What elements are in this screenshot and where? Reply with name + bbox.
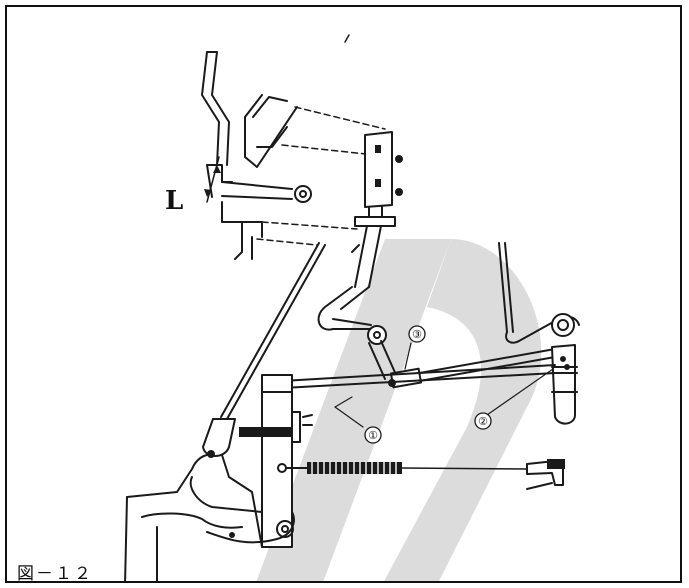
crank-arm — [317, 286, 398, 380]
watermark — [256, 239, 542, 581]
stray-mark — [344, 34, 350, 43]
callout-markers — [364, 325, 492, 444]
right-pivot-arm — [505, 315, 580, 344]
crank-lower-link — [368, 340, 398, 380]
diagonal-rod-end — [202, 418, 236, 457]
callout-label-3: ③ — [412, 328, 422, 341]
callout-circle-1 — [364, 426, 382, 444]
spring-assembly — [277, 459, 565, 490]
right-lever-assembly — [498, 242, 580, 425]
upper-bracket — [364, 131, 393, 208]
diagonal-rod — [202, 242, 326, 458]
detail-view — [201, 51, 386, 260]
vertical-rod-left — [354, 225, 368, 288]
right-vertical-lever — [498, 242, 508, 333]
housing-pivot — [276, 520, 294, 538]
crank-pivot — [367, 325, 387, 345]
vertical-rod-right — [368, 225, 382, 288]
detail-bent-lever — [201, 51, 220, 166]
detail-slot — [206, 164, 233, 183]
column-bracket — [239, 427, 299, 437]
figure-frame: L ① ② ③ 図－１２ — [5, 5, 682, 583]
base-frame — [124, 374, 313, 581]
lower-housing — [126, 453, 263, 548]
watermark-stroke-right — [384, 239, 542, 581]
callout-label-2: ② — [478, 415, 488, 428]
callout-label-1: ① — [368, 429, 378, 442]
callout-circle-2 — [474, 412, 492, 430]
figure-caption: 図－１２ — [17, 564, 93, 583]
upper-bolt — [395, 155, 403, 163]
dimension-label-l: L — [165, 186, 183, 216]
right-pivot — [551, 313, 575, 337]
upper-bracket-assembly — [351, 131, 403, 288]
callout-leaders — [334, 342, 554, 428]
detail-plate — [244, 94, 298, 168]
linkage-diagram: L ① ② ③ — [124, 34, 580, 581]
detail-pin-ring — [294, 185, 312, 203]
frame-column — [261, 374, 293, 548]
right-plate — [551, 344, 576, 425]
spring-wire — [401, 467, 528, 470]
callout-circle-3 — [408, 325, 426, 343]
dimension-line — [206, 156, 220, 203]
projection-lines — [256, 106, 386, 246]
watermark-stroke-left — [256, 239, 451, 581]
horizontal-shaft — [264, 364, 556, 390]
upper-clamp — [354, 216, 396, 227]
